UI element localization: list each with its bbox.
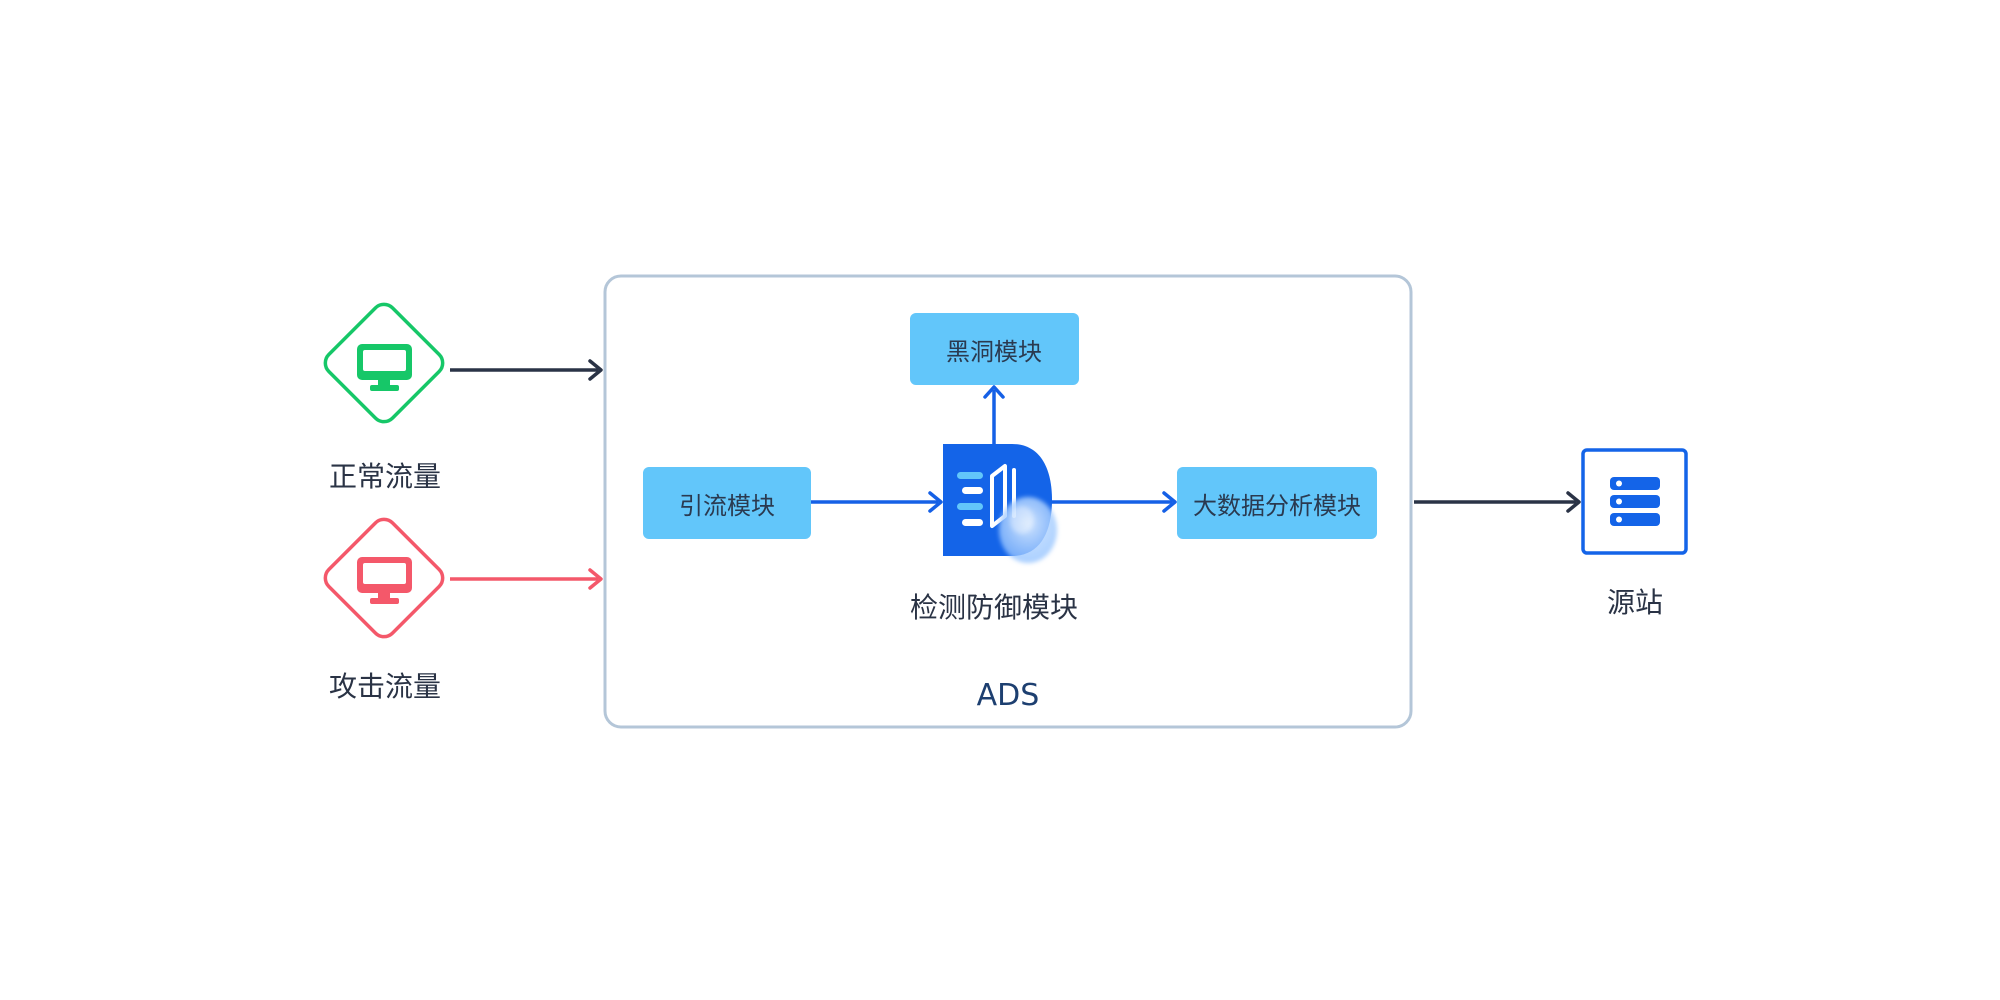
ads-label: ADS bbox=[977, 678, 1040, 713]
ads-to-origin-arrow bbox=[1414, 491, 1581, 513]
detection-module: 检测防御模块 bbox=[910, 444, 1078, 624]
attack-traffic-arrow bbox=[450, 568, 603, 590]
diversion-module-label: 引流模块 bbox=[679, 492, 775, 520]
diversion-module: 引流模块 bbox=[643, 467, 811, 539]
bigdata-module-label: 大数据分析模块 bbox=[1193, 492, 1361, 520]
origin-server-node: 源站 bbox=[1581, 448, 1688, 619]
detection-to-bigdata-arrow bbox=[1050, 491, 1177, 513]
monitor-icon bbox=[357, 344, 412, 391]
bigdata-module: 大数据分析模块 bbox=[1177, 467, 1377, 539]
detection-to-blackhole-arrow bbox=[983, 385, 1005, 446]
blackhole-module: 黑洞模块 bbox=[910, 313, 1079, 385]
attack-traffic-node: 攻击流量 bbox=[323, 517, 445, 703]
normal-traffic-arrow bbox=[450, 359, 603, 381]
origin-server-label: 源站 bbox=[1607, 586, 1663, 619]
blackhole-module-label: 黑洞模块 bbox=[946, 338, 1042, 366]
shield-document-icon bbox=[943, 444, 1057, 563]
normal-traffic-label: 正常流量 bbox=[329, 460, 441, 493]
detection-module-label: 检测防御模块 bbox=[910, 591, 1078, 624]
diversion-to-detection-arrow bbox=[811, 491, 943, 513]
normal-traffic-node: 正常流量 bbox=[323, 302, 445, 493]
server-icon bbox=[1610, 477, 1660, 526]
monitor-icon bbox=[357, 557, 412, 604]
attack-traffic-label: 攻击流量 bbox=[329, 670, 441, 703]
